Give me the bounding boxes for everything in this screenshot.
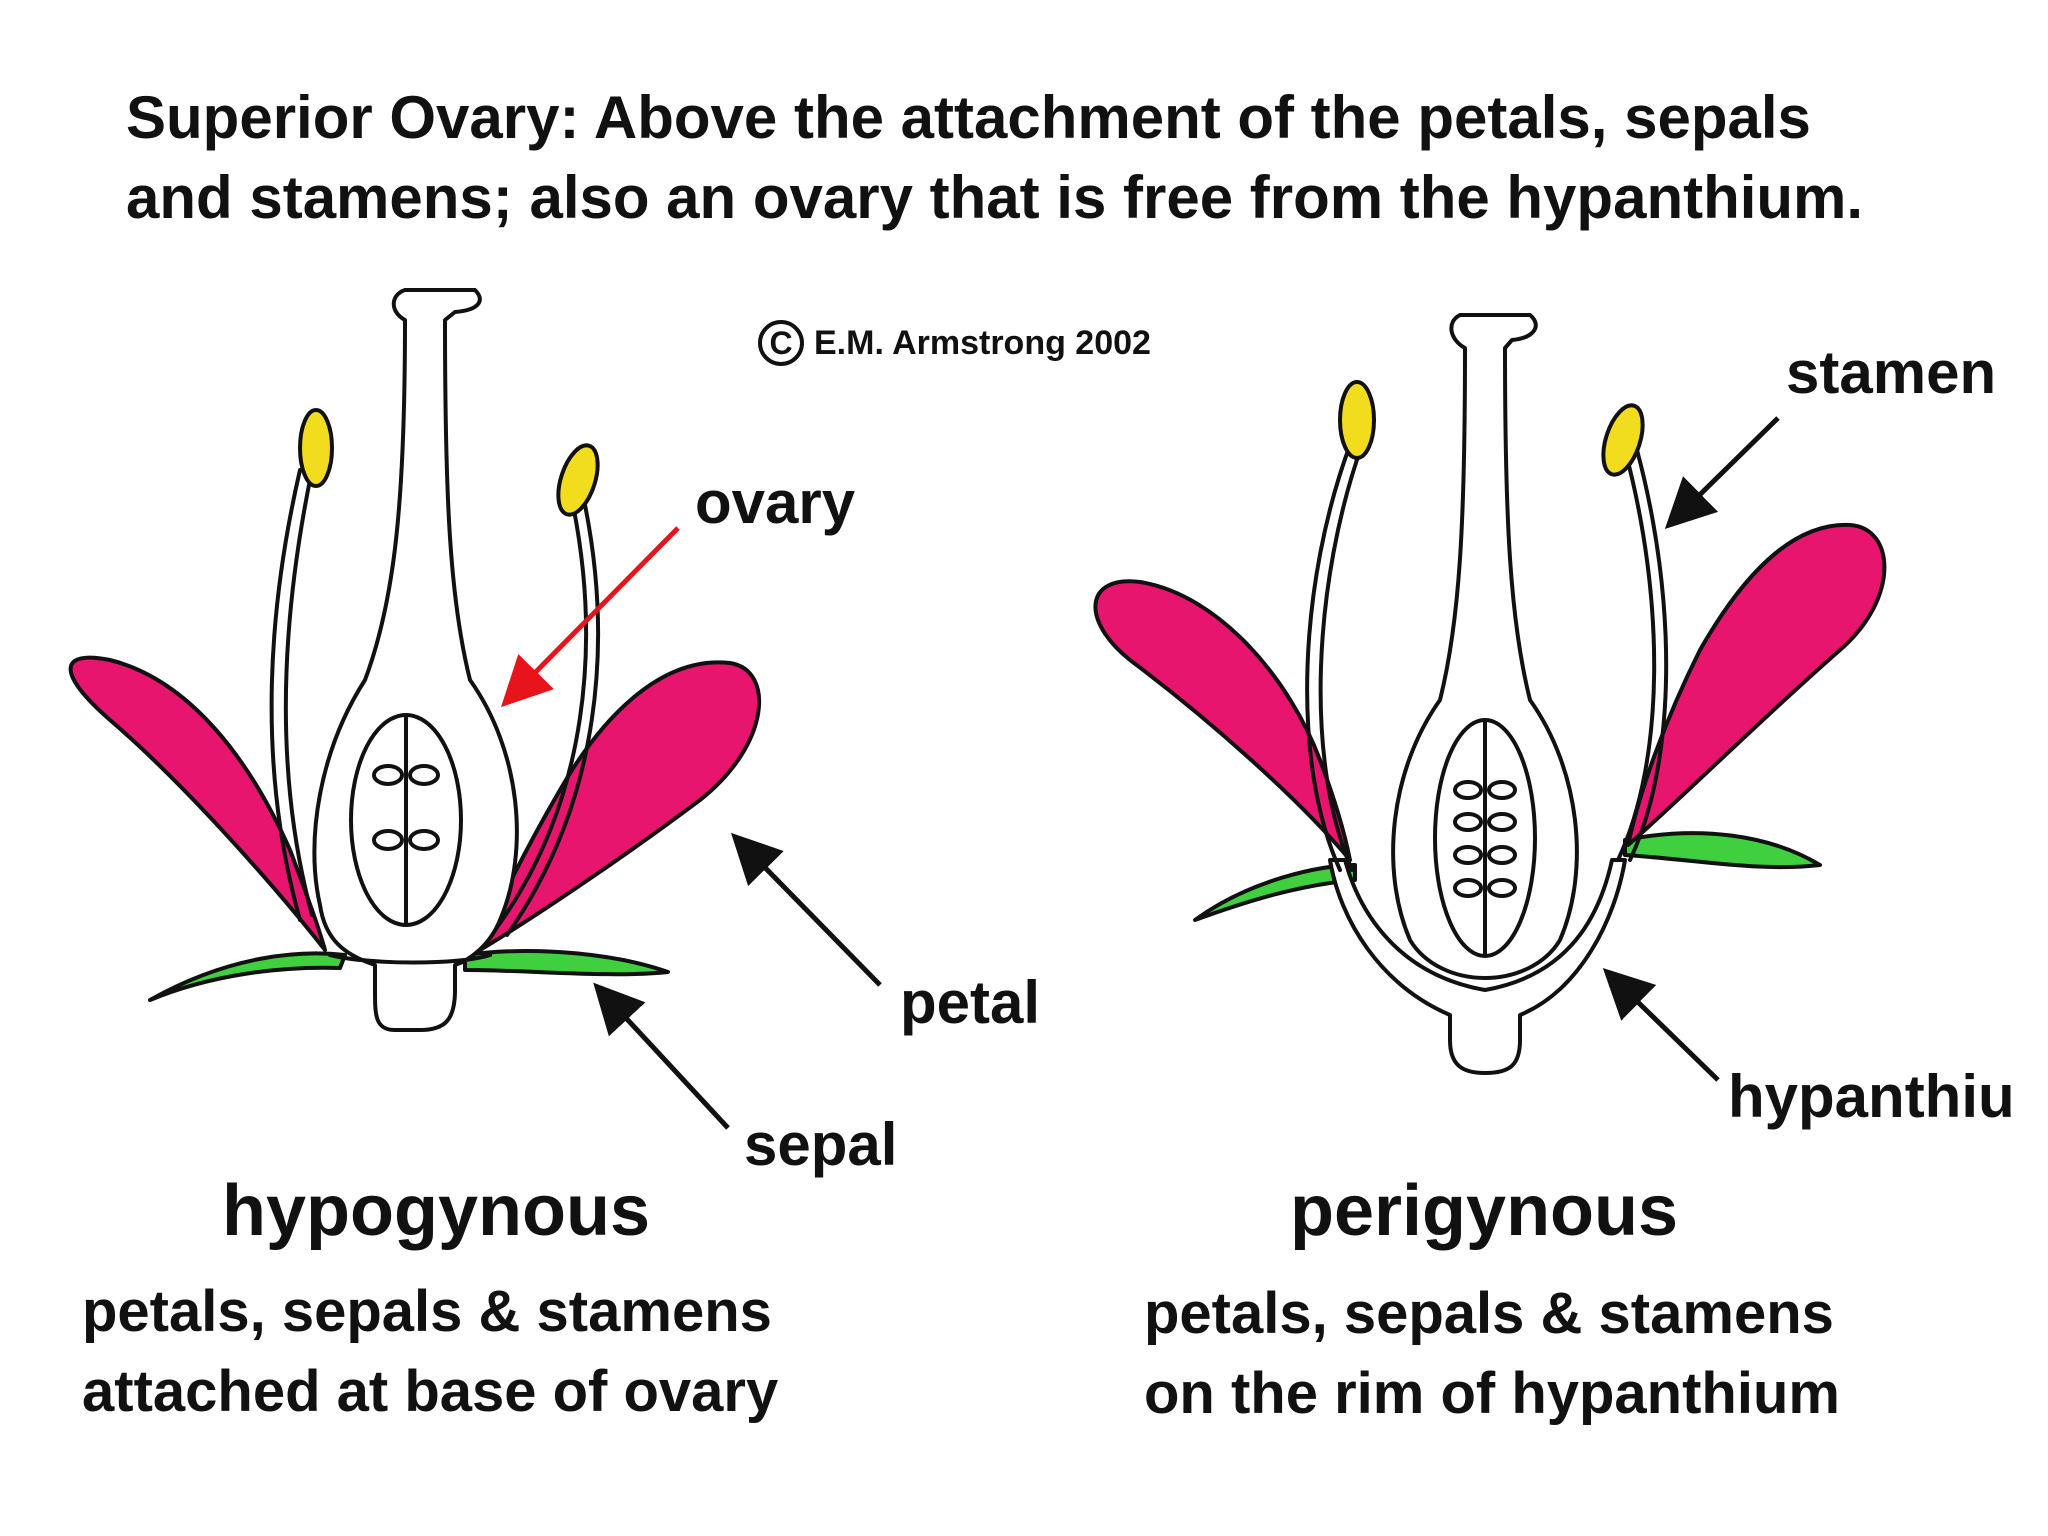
hypogynous-heading: hypogynous: [222, 1171, 650, 1251]
hypogynous-caption: petals, sepals & stamens attached at bas…: [82, 1272, 778, 1432]
left-stamen-right-filament: [493, 503, 600, 937]
ovary-arrow: [500, 526, 680, 708]
left-ovule: [408, 829, 440, 851]
left-ovary-chamber: [349, 713, 463, 927]
left-petal-right: [478, 660, 762, 952]
right-petal-right: [1626, 522, 1887, 847]
page-title: Superior Ovary: Above the attachment of …: [126, 78, 1863, 238]
left-ovule: [372, 764, 404, 786]
copyright-notice: C E.M. Armstrong 2002: [758, 320, 1151, 366]
hypanthium-arrow: [1602, 968, 1720, 1082]
right-ovule: [1453, 878, 1483, 898]
hypogynous-caption-line-2: attached at base of ovary: [82, 1359, 779, 1424]
stamen-label: stamen: [1786, 339, 1997, 406]
left-sepal-right: [463, 949, 670, 977]
hypanthium-label: hypanthiu: [1728, 1063, 2015, 1130]
perigynous-caption-line-1: petals, sepals & stamens: [1144, 1281, 1834, 1346]
right-hypanthium: [1328, 858, 1627, 1075]
right-ovule: [1487, 812, 1517, 832]
ovary-label: ovary: [695, 469, 856, 536]
left-pistil: [312, 288, 519, 1032]
copyright-text: E.M. Armstrong 2002: [814, 323, 1151, 362]
left-ovule: [408, 764, 440, 786]
right-sepal-left: [1193, 863, 1357, 922]
left-ovule: [372, 829, 404, 851]
left-anther-right: [556, 443, 600, 517]
left-receptacle: [328, 953, 492, 965]
right-stamen-left-filament: [1305, 443, 1364, 872]
title-line-2: and stamens; also an ovary that is free …: [126, 164, 1864, 231]
right-ovule: [1453, 780, 1483, 800]
left-anther-left: [298, 408, 334, 488]
right-ovule: [1487, 845, 1517, 865]
petal-arrow: [731, 832, 882, 987]
perigynous-flower: [1093, 313, 1887, 1075]
petal-label: petal: [900, 969, 1041, 1036]
left-sepal-left: [148, 951, 347, 1002]
left-stamen-left-filament: [269, 468, 314, 922]
right-pistil: [1391, 313, 1579, 980]
right-ovule: [1487, 878, 1517, 898]
right-ovule: [1453, 812, 1483, 832]
right-ovule: [1487, 780, 1517, 800]
right-sepal-right: [1623, 831, 1822, 870]
copyright-icon: C: [758, 320, 804, 366]
right-ovule: [1453, 845, 1483, 865]
stamen-arrow: [1664, 416, 1780, 530]
perigynous-heading: perigynous: [1290, 1171, 1679, 1251]
sepal-label: sepal: [744, 1111, 898, 1178]
left-petal-left: [68, 655, 327, 952]
sepal-arrow: [593, 982, 730, 1130]
hypogynous-flower: [68, 288, 762, 1032]
title-line-1: Superior Ovary: Above the attachment of …: [126, 84, 1811, 151]
right-petal-left: [1093, 579, 1352, 862]
perigynous-caption: petals, sepals & stamens on the rim of h…: [1144, 1274, 1840, 1434]
right-stamen-right-filament: [1616, 448, 1669, 862]
hypogynous-caption-line-1: petals, sepals & stamens: [82, 1279, 772, 1344]
perigynous-caption-line-2: on the rim of hypanthium: [1144, 1361, 1840, 1426]
right-anther-left: [1338, 380, 1376, 460]
right-anther-right: [1601, 403, 1645, 477]
